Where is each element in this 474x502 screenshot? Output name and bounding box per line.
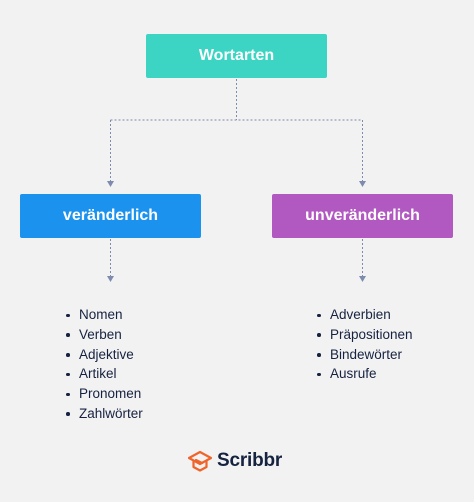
left-branch-list: Nomen Verben Adjektive Artikel Pronomen … [63,305,143,424]
list-item: Adverbien [317,305,413,325]
list-item: Nomen [66,305,143,325]
list-item: Präpositionen [317,325,413,345]
root-node: Wortarten [146,34,327,78]
arrowhead-left-branch [107,181,114,187]
branch-node-left: veränderlich [20,194,201,238]
arrowhead-right-branch [359,181,366,187]
arrowhead-left-list [107,276,114,282]
scribbr-logo-icon [187,450,213,472]
branch-node-right-label: unveränderlich [305,207,420,224]
list-item: Bindewörter [317,345,413,365]
scribbr-brand: Scribbr [187,448,282,474]
brand-name: Scribbr [217,450,283,471]
branch-node-right: unveränderlich [272,194,453,238]
list-item: Artikel [66,364,143,384]
right-branch-list: Adverbien Präpositionen Bindewörter Ausr… [314,305,413,384]
branch-node-left-label: veränderlich [62,207,159,224]
list-item: Verben [66,325,143,345]
arrowhead-right-list [359,276,366,282]
list-item: Adjektive [66,345,143,365]
root-node-label: Wortarten [198,47,275,64]
list-item: Ausrufe [317,364,413,384]
list-item: Zahlwörter [66,404,143,424]
list-item: Pronomen [66,384,143,404]
